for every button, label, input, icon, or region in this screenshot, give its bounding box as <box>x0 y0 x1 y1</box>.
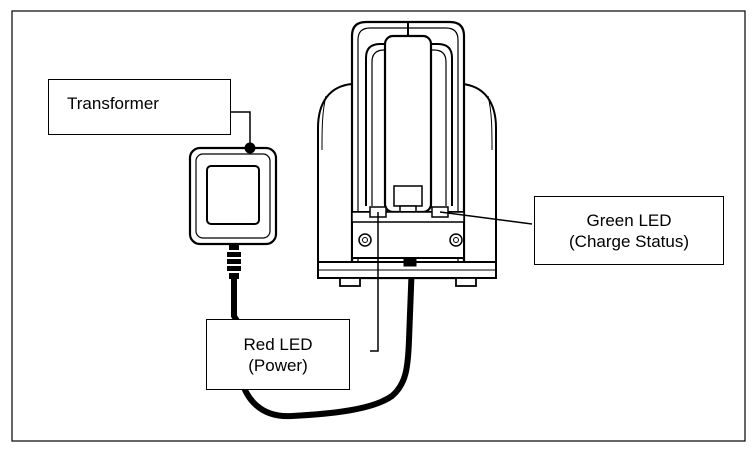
charging-cradle <box>317 20 497 287</box>
red-led-label: Red LED <box>243 334 313 354</box>
red-led-leader-line <box>370 212 379 352</box>
green-led-leader-line <box>439 211 533 225</box>
transformer-label: Transformer <box>67 94 159 113</box>
green-led-label: Green LED <box>586 210 672 230</box>
power-cable <box>231 259 415 420</box>
transformer-leader-line <box>231 111 251 146</box>
green-led-sublabel: (Charge Status) <box>569 231 689 251</box>
transformer-adapter <box>188 146 278 279</box>
green-led-label-box: Green LED (Charge Status) <box>534 196 724 265</box>
transformer-leader-dot <box>244 142 256 154</box>
diagram-frame <box>11 10 746 442</box>
transformer-label-box: Transformer <box>48 79 231 135</box>
red-led-label-box: Red LED (Power) <box>206 319 350 390</box>
red-led-sublabel: (Power) <box>248 355 308 375</box>
